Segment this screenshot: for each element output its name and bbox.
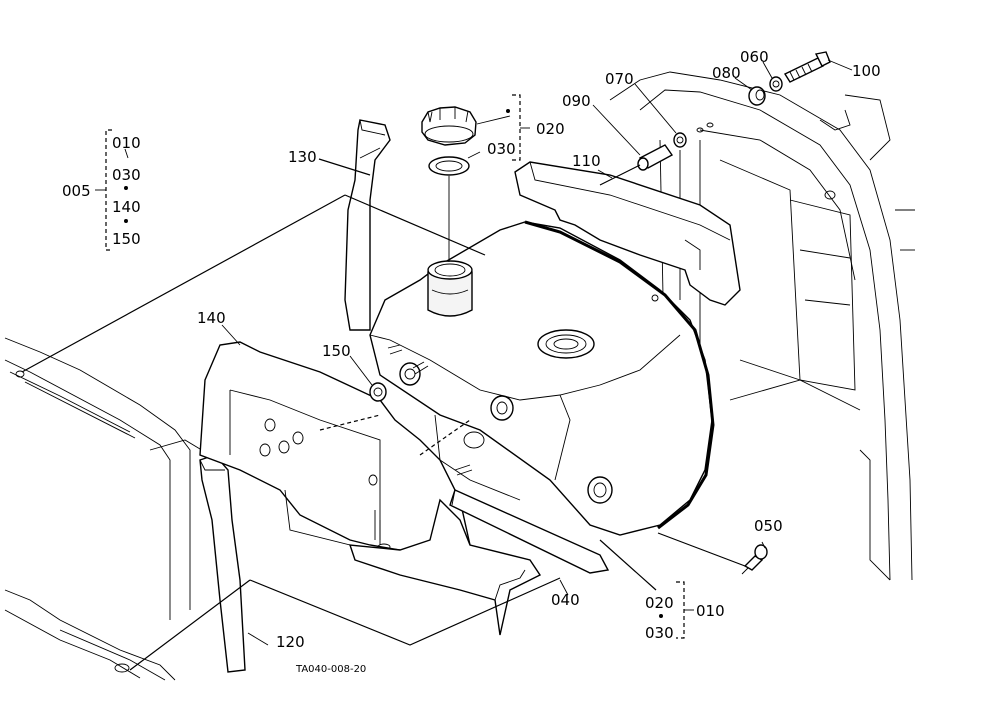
label-140: 140: [197, 309, 226, 327]
reference-code: TA040-008-20: [295, 664, 366, 675]
label-050: 050: [754, 517, 783, 535]
part-labels: 005 010 030 140 150 020 030 060 070 080 …: [62, 48, 881, 675]
tank-base-bracket: [348, 498, 542, 636]
bullet-dot: [659, 614, 663, 618]
bushing-150: [369, 361, 429, 402]
label-130: 130: [288, 148, 317, 166]
label-060: 060: [740, 48, 769, 66]
strap-040: [449, 489, 610, 574]
label-120: 120: [276, 633, 305, 651]
leader-lines: [21, 59, 853, 671]
label-030-left: 030: [112, 166, 141, 184]
label-150-left: 150: [112, 230, 141, 248]
filler-cap: [421, 106, 477, 146]
group-brackets: [95, 94, 694, 639]
label-040: 040: [551, 591, 580, 609]
label-110: 110: [572, 152, 601, 170]
label-020-bottom: 020: [645, 594, 674, 612]
label-150: 150: [322, 342, 351, 360]
label-100: 100: [852, 62, 881, 80]
label-080: 080: [712, 64, 741, 82]
bullet-dot: [124, 219, 128, 223]
bullet-dot: [124, 186, 128, 190]
label-020-top: 020: [536, 120, 565, 138]
label-030-top: 030: [487, 140, 516, 158]
bracket-120: [199, 454, 246, 673]
mount-bolt-hardware: [637, 51, 831, 171]
bolt-050: [741, 544, 768, 575]
label-010-left: 010: [112, 134, 141, 152]
label-070: 070: [605, 70, 634, 88]
label-005: 005: [62, 182, 91, 200]
fuel-tank: [369, 220, 715, 536]
cover-110: [514, 161, 741, 306]
label-090: 090: [562, 92, 591, 110]
chassis-frame-left: [4, 337, 211, 681]
bracket-130: [344, 119, 391, 331]
label-010-bottom: 010: [696, 602, 725, 620]
label-030-bottom: 030: [645, 624, 674, 642]
label-140-left: 140: [112, 198, 141, 216]
bullet-dot: [506, 109, 510, 113]
cap-gasket: [428, 156, 470, 176]
